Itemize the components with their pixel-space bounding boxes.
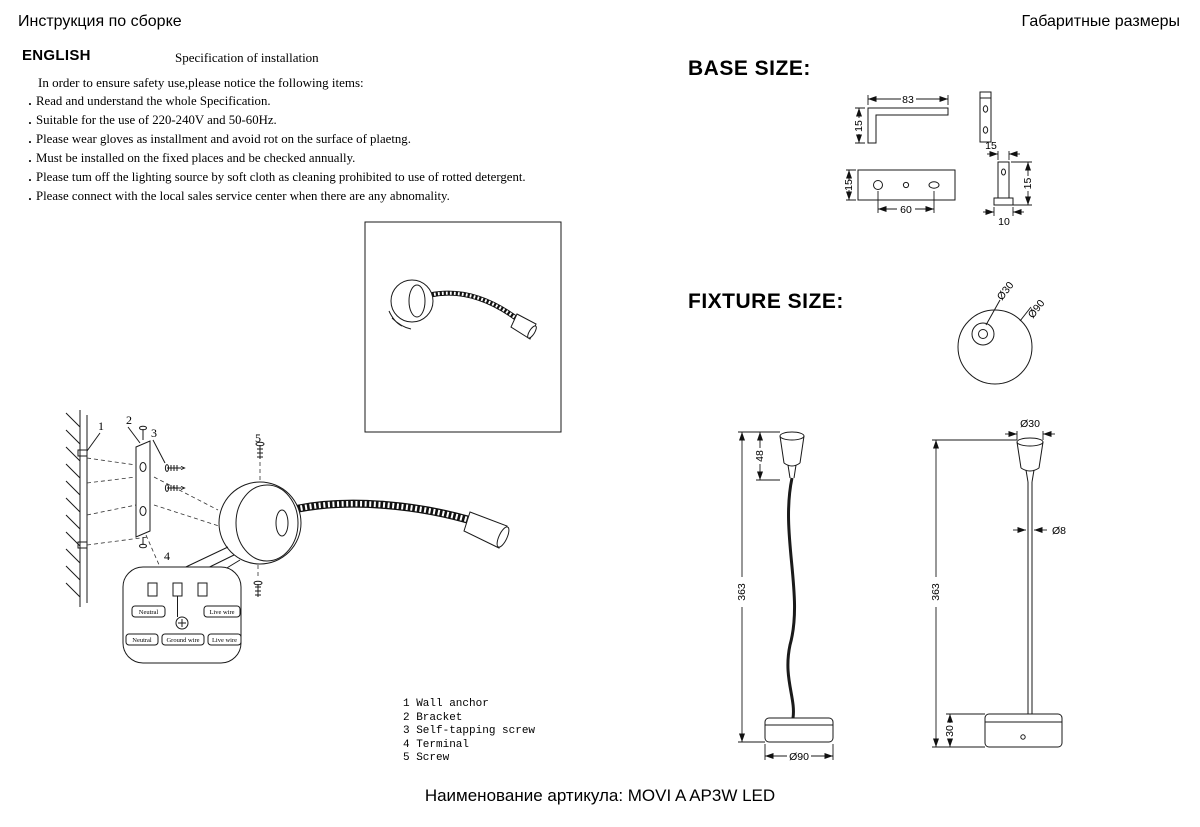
list-item: . Must be installed on the fixed places a… (24, 149, 644, 168)
dimensions-title-ru: Габаритные размеры (1021, 13, 1180, 30)
screw-bottom-icon (253, 580, 263, 597)
dim-30: 30 (944, 725, 956, 737)
part-item: 5 Screw (403, 752, 450, 764)
terminal-block: Neutral Live wire Neutral Ground wire Li… (122, 546, 242, 664)
list-item: . Please connect with the local sales ser… (24, 187, 644, 206)
dim-dia90-top: Ø90 (1026, 298, 1048, 321)
base-front-view: 15 60 (843, 169, 956, 216)
bullet-marker: . (28, 189, 32, 203)
list-item: . Please wear gloves as installment and a… (24, 130, 644, 149)
lamp-head (463, 511, 508, 549)
dim-15-end-height: 15 (1022, 178, 1034, 190)
dim-dia30-top: Ø30 (995, 280, 1017, 303)
bullet-marker: . (28, 94, 32, 108)
dim-15-end-top: 15 (985, 140, 997, 152)
spec-subtitle: Specification of installation (175, 50, 319, 65)
base-size-heading: BASE SIZE: (688, 57, 811, 80)
bullet-marker: . (28, 132, 32, 146)
dim-60: 60 (900, 204, 912, 216)
wire-label-neutral-bottom: Neutral (132, 637, 152, 644)
base-end-view (979, 91, 992, 143)
dim-15-front: 15 (843, 179, 855, 191)
list-item-text: Please connect with the local sales serv… (36, 189, 450, 203)
callout-2: 2 (126, 413, 132, 427)
list-item-text: Must be installed on the fixed places an… (36, 151, 356, 165)
fixture-side-view-left: 48 363 Ø90 (736, 431, 834, 763)
bullet-marker: . (28, 170, 32, 184)
screw-top-icon (255, 441, 265, 459)
wall (65, 410, 88, 607)
list-item-text: Please wear gloves as installment and av… (36, 132, 411, 146)
list-item-text: Suitable for the use of 220-240V and 50-… (36, 113, 277, 127)
part-item: 3 Self-tapping screw (403, 725, 536, 737)
fixture-side-view-right: Ø30 Ø8 363 30 (930, 418, 1066, 748)
wire-label-neutral-top: Neutral (139, 609, 159, 616)
list-item-text: Read and understand the whole Specificat… (36, 94, 271, 108)
lamp-body (218, 481, 510, 565)
base-end-view-2: 15 15 10 (983, 140, 1034, 228)
parts-list: 1 Wall anchor 2 Bracket 3 Self-tapping s… (403, 698, 535, 766)
intro-line: In order to ensure safety use,please not… (38, 75, 364, 90)
wire-label-ground: Ground wire (166, 637, 199, 644)
assembly-diagram: Neutral Live wire Neutral Ground wire Li… (65, 221, 562, 664)
dim-dia90-base: Ø90 (789, 751, 809, 763)
base-side-view: 83 15 (853, 94, 949, 144)
bullet-marker: . (28, 151, 32, 165)
list-item: . Please tum off the lighting source by s… (24, 168, 644, 187)
inset-assembled-view (364, 221, 562, 433)
fixture-size-heading: FIXTURE SIZE: (688, 290, 844, 313)
dim-83: 83 (902, 94, 914, 106)
dim-48: 48 (754, 450, 766, 462)
dim-dia8: Ø8 (1052, 525, 1066, 537)
callout-3: 3 (151, 426, 157, 440)
article-name: Наименование артикула: MOVI A AP3W LED (424, 786, 776, 805)
assembly-title-ru: Инструкция по сборке (18, 13, 182, 30)
wire-label-live-bottom: Live wire (212, 637, 237, 644)
language-label: ENGLISH (22, 47, 91, 64)
callout-1: 1 (98, 419, 104, 433)
dimensions-diagram: 83 15 15 60 (736, 91, 1066, 763)
base-button-icon (1020, 734, 1026, 740)
callout-4: 4 (164, 549, 170, 563)
fixture-top-view: Ø30 Ø90 (957, 280, 1048, 385)
dim-363-left: 363 (736, 583, 748, 601)
part-item: 2 Bracket (403, 711, 463, 724)
dim-363-right: 363 (930, 583, 942, 601)
guide-lines (86, 457, 261, 578)
bullet-marker: . (28, 113, 32, 127)
dim-15-side: 15 (853, 120, 865, 132)
wire-label-live-top: Live wire (209, 609, 234, 616)
bracket (135, 425, 151, 549)
list-item: . Read and understand the whole Specifica… (24, 92, 644, 111)
self-tapping-screw-icons (164, 464, 186, 492)
dim-10: 10 (998, 216, 1010, 228)
list-item: . Suitable for the use of 220-240V and 50… (24, 111, 644, 130)
list-item-text: Please tum off the lighting source by so… (36, 170, 526, 184)
callout-numbers: 1 2 3 4 5 (86, 413, 261, 563)
safety-items-list: . Read and understand the whole Specifica… (24, 92, 644, 206)
part-item: 4 Terminal (403, 738, 470, 751)
dim-dia30-head: Ø30 (1020, 418, 1040, 430)
callout-5: 5 (255, 431, 261, 445)
part-item: 1 Wall anchor (403, 698, 489, 710)
